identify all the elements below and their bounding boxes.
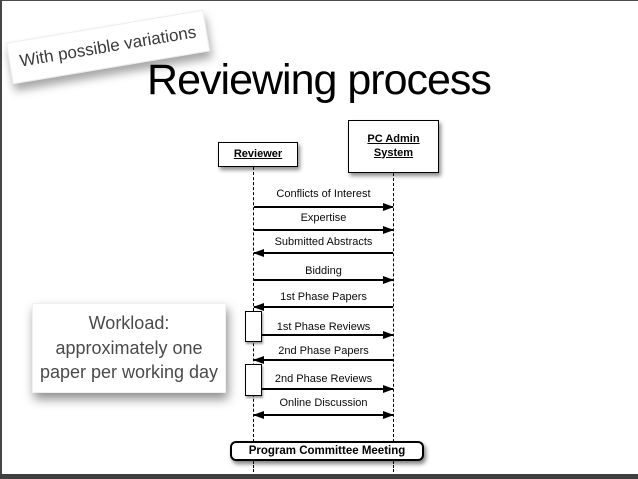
message-label: Conflicts of Interest xyxy=(276,188,371,200)
activation-bar xyxy=(245,311,262,342)
arrow-left-icon xyxy=(253,303,393,310)
message-label: 2nd Phase Reviews xyxy=(274,373,373,385)
arrow-right-icon xyxy=(254,276,394,283)
message-label: Submitted Abstracts xyxy=(274,236,373,248)
message-label: 2nd Phase Papers xyxy=(278,345,369,357)
slide-left-edge xyxy=(0,0,2,479)
page-title: Reviewing process xyxy=(147,56,492,104)
message-label: Expertise xyxy=(300,212,347,224)
arrow-both-icon xyxy=(253,411,394,418)
actor-label: Reviewer xyxy=(233,147,283,160)
message-label: Online Discussion xyxy=(279,397,368,409)
workload-note: Workload: approximately one paper per wo… xyxy=(32,303,226,393)
lifeline-pc-admin-system-stub xyxy=(393,461,394,472)
slide-bottom-edge xyxy=(0,474,638,479)
program-committee-meeting-box: Program Committee Meeting xyxy=(230,441,424,461)
arrow-right-icon xyxy=(254,331,394,338)
program-committee-meeting-label: Program Committee Meeting xyxy=(248,445,406,457)
actor-label: PC Admin xyxy=(367,132,420,145)
workload-note-line: paper per working day xyxy=(39,362,219,383)
actor-box-reviewer: Reviewer xyxy=(218,142,298,167)
workload-note-line: approximately one xyxy=(55,337,203,358)
arrow-right-icon xyxy=(254,226,394,233)
message-label: Bidding xyxy=(305,265,342,277)
arrow-right-icon xyxy=(254,385,394,392)
message-label: 1st Phase Papers xyxy=(280,291,367,303)
arrow-left-icon xyxy=(253,249,393,256)
arrow-right-icon xyxy=(254,203,394,210)
slide-top-edge xyxy=(0,0,638,1)
actor-box-pc-admin-system: PC Admin System xyxy=(348,120,439,173)
lifeline-pc-admin-system xyxy=(393,173,394,442)
arrow-left-icon xyxy=(253,356,393,363)
activation-bar xyxy=(245,364,262,396)
lifeline-reviewer-stub xyxy=(253,461,254,472)
workload-note-line: Workload: xyxy=(88,312,170,333)
message-label: 1st Phase Reviews xyxy=(276,321,371,333)
actor-label: System xyxy=(373,146,414,159)
